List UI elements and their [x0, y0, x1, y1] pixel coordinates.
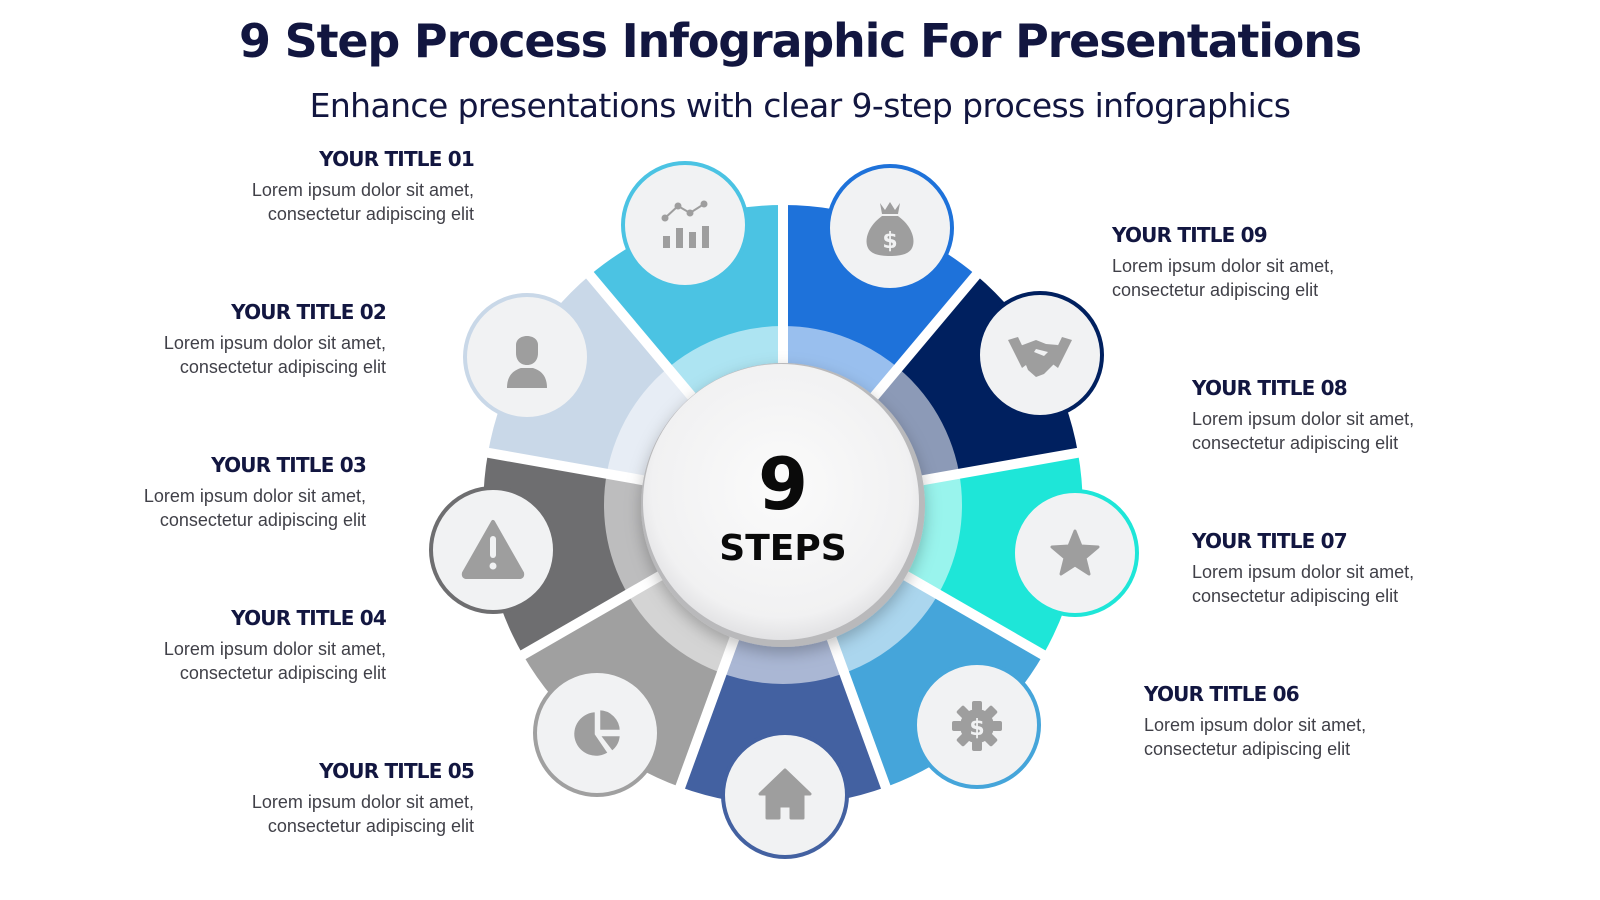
step-desc-line2: consectetur adipiscing elit: [179, 357, 386, 377]
step-03: YOUR TITLE 03 Lorem ipsum dolor sit amet…: [6, 452, 367, 532]
step-desc-line2: consectetur adipiscing elit: [1112, 280, 1319, 300]
step-desc-line1: Lorem ipsum dolor sit amet,: [1192, 409, 1415, 429]
step-desc-line2: consectetur adipiscing elit: [1192, 433, 1399, 453]
step-01: YOUR TITLE 01 Lorem ipsum dolor sit amet…: [114, 146, 475, 226]
step-desc-line2: consectetur adipiscing elit: [267, 816, 474, 836]
icon-circle-06[interactable]: $: [913, 661, 1041, 789]
step-title: YOUR TITLE 07: [1192, 529, 1348, 553]
icon-circle-09[interactable]: $: [826, 164, 954, 292]
step-desc-line2: consectetur adipiscing elit: [1144, 739, 1351, 759]
gear-dollar-icon: $: [952, 701, 1002, 751]
icon-circle-02[interactable]: [463, 293, 591, 421]
pie-chart-icon: [571, 707, 623, 759]
money-bag-icon: $: [866, 202, 914, 256]
step-title: YOUR TITLE 08: [1192, 376, 1348, 400]
step-desc-line1: Lorem ipsum dolor sit amet,: [251, 792, 474, 812]
icon-circle-07[interactable]: [1011, 489, 1139, 617]
handshake-icon: [1008, 337, 1072, 377]
step-title: YOUR TITLE 04: [231, 606, 387, 630]
icon-circle-03[interactable]: [429, 486, 557, 614]
page-title: 9 Step Process Infographic For Presentat…: [239, 14, 1362, 68]
step-desc-line2: consectetur adipiscing elit: [159, 510, 366, 530]
step-02: YOUR TITLE 02 Lorem ipsum dolor sit amet…: [26, 299, 387, 379]
home-icon: [758, 768, 812, 820]
center-label: STEPS: [719, 528, 847, 569]
step-desc-line1: Lorem ipsum dolor sit amet,: [1144, 715, 1367, 735]
step-desc-line1: Lorem ipsum dolor sit amet,: [1112, 256, 1335, 276]
icon-circle-04[interactable]: [533, 669, 661, 797]
icon-circle-08[interactable]: [976, 291, 1104, 419]
step-07: YOUR TITLE 07 Lorem ipsum dolor sit amet…: [1192, 528, 1552, 608]
step-desc-line1: Lorem ipsum dolor sit amet,: [163, 639, 386, 659]
step-06: YOUR TITLE 06 Lorem ipsum dolor sit amet…: [1144, 681, 1504, 761]
icon-circle-01[interactable]: [621, 161, 749, 289]
icon-circle-05[interactable]: [721, 731, 849, 859]
step-04: YOUR TITLE 04 Lorem ipsum dolor sit amet…: [26, 605, 387, 685]
step-title: YOUR TITLE 09: [1112, 223, 1268, 247]
warning-icon: [461, 520, 525, 579]
svg-text:$: $: [969, 716, 984, 741]
center-number: 9: [757, 442, 809, 526]
step-08: YOUR TITLE 08 Lorem ipsum dolor sit amet…: [1192, 375, 1552, 455]
step-title: YOUR TITLE 02: [231, 300, 387, 324]
step-title: YOUR TITLE 01: [319, 147, 475, 171]
step-desc-line1: Lorem ipsum dolor sit amet,: [143, 486, 366, 506]
step-title: YOUR TITLE 03: [211, 453, 367, 477]
step-05: YOUR TITLE 05 Lorem ipsum dolor sit amet…: [114, 758, 475, 838]
step-desc-line2: consectetur adipiscing elit: [179, 663, 386, 683]
page-subtitle: Enhance presentations with clear 9-step …: [309, 86, 1291, 125]
center-hub: [643, 364, 919, 640]
user-icon: [507, 336, 547, 388]
step-title: YOUR TITLE 05: [319, 759, 475, 783]
step-desc-line1: Lorem ipsum dolor sit amet,: [163, 333, 386, 353]
step-desc-line1: Lorem ipsum dolor sit amet,: [251, 180, 474, 200]
step-desc-line1: Lorem ipsum dolor sit amet,: [1192, 562, 1415, 582]
step-09: YOUR TITLE 09 Lorem ipsum dolor sit amet…: [1112, 222, 1472, 302]
chart-growth-icon: [661, 200, 709, 248]
step-desc-line2: consectetur adipiscing elit: [267, 204, 474, 224]
svg-text:$: $: [882, 229, 897, 254]
star-icon: [1050, 529, 1100, 576]
step-title: YOUR TITLE 06: [1144, 682, 1300, 706]
step-desc-line2: consectetur adipiscing elit: [1192, 586, 1399, 606]
